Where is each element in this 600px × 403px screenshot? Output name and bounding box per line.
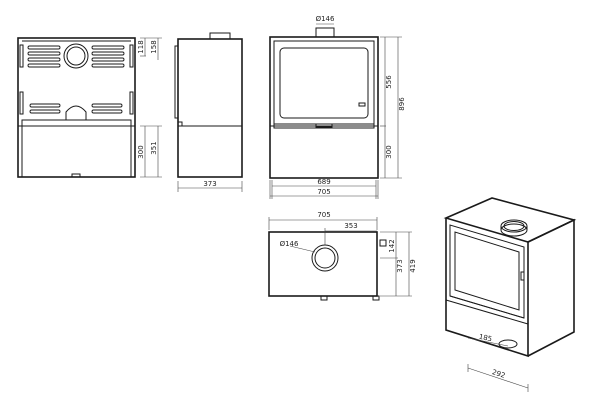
dim-iso-292: 292 — [491, 368, 506, 380]
dim-top-flue: Ø146 — [280, 240, 299, 248]
dim-front-flue: Ø146 — [316, 15, 335, 23]
dim-front-300: 300 — [385, 145, 393, 158]
side-view-outline — [177, 38, 243, 178]
dim-top-705: 705 — [317, 211, 330, 219]
dim-top-419: 419 — [409, 259, 417, 272]
front-flue — [315, 27, 335, 38]
back-vent-slots — [27, 45, 125, 114]
isometric-view: 185 292 — [443, 197, 577, 392]
dim-front-896: 896 — [398, 97, 406, 111]
dim-top-142: 142 — [388, 239, 396, 252]
dim-side-373: 373 — [203, 180, 216, 188]
iso-glass — [454, 231, 520, 311]
front-view: Ø146 556 896 300 689 705 — [269, 15, 406, 199]
dim-back-351: 351 — [150, 141, 158, 154]
back-flue-circle — [63, 43, 89, 69]
dim-iso-185: 185 — [478, 333, 493, 344]
dim-front-705: 705 — [317, 188, 330, 196]
top-view: 705 353 Ø146 142 373 419 — [268, 211, 417, 301]
dim-front-689: 689 — [317, 178, 330, 186]
dim-back-300: 300 — [137, 145, 145, 158]
back-view: 118 158 300 351 — [17, 37, 162, 178]
dim-front-556: 556 — [385, 75, 393, 89]
front-glass — [279, 47, 369, 119]
side-view: 373 — [174, 32, 243, 192]
top-flue-circle — [311, 244, 339, 272]
dim-top-353: 353 — [344, 222, 357, 230]
dim-back-118: 118 — [137, 40, 145, 53]
dim-top-373: 373 — [396, 259, 404, 272]
dim-back-158: 158 — [150, 40, 158, 53]
